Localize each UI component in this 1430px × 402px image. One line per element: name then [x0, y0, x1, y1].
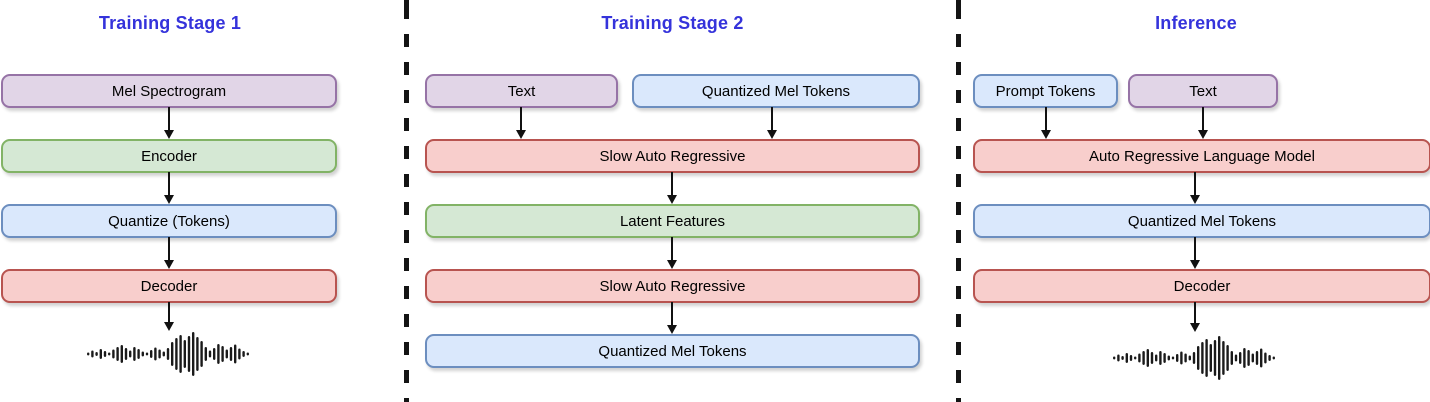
audio-waveform-icon	[1113, 335, 1277, 386]
node-label: Decoder	[140, 277, 198, 295]
node-auto-regressive-language-model: Auto Regressive Language Model	[973, 139, 1430, 173]
node-label: Quantized Mel Tokens	[1127, 212, 1277, 230]
node-quantized-mel-tokens-output: Quantized Mel Tokens	[425, 334, 920, 368]
arrow-down-icon	[163, 302, 175, 331]
dashed-divider-1	[404, 0, 409, 402]
node-label: Prompt Tokens	[995, 82, 1096, 100]
node-label: Auto Regressive Language Model	[1089, 147, 1315, 165]
node-label: Quantize (Tokens)	[108, 212, 230, 230]
arrow-down-icon	[163, 172, 175, 204]
section-title-training-stage-2: Training Stage 2	[601, 13, 744, 33]
arrow-down-icon	[1189, 237, 1201, 269]
node-latent-features: Latent Features	[425, 204, 920, 238]
arrow-down-icon	[666, 302, 678, 334]
node-label: Mel Spectrogram	[111, 82, 227, 100]
node-slow-auto-regressive-1: Slow Auto Regressive	[425, 139, 920, 173]
node-label: Text	[507, 82, 536, 100]
node-text-inference: Text	[1128, 74, 1278, 108]
section-title-inference: Inference	[1155, 13, 1237, 33]
node-mel-spectrogram: Mel Spectrogram	[1, 74, 337, 108]
node-label: Latent Features	[619, 212, 726, 230]
node-quantize-tokens: Quantize (Tokens)	[1, 204, 337, 238]
node-prompt-tokens: Prompt Tokens	[973, 74, 1118, 108]
arrow-down-icon	[163, 237, 175, 269]
node-label: Quantized Mel Tokens	[598, 342, 747, 360]
arrow-down-icon	[666, 172, 678, 204]
node-text-stage2: Text	[425, 74, 618, 108]
arrow-down-icon	[515, 107, 527, 139]
arrow-down-icon	[1189, 172, 1201, 204]
node-quantized-mel-tokens-input: Quantized Mel Tokens	[632, 74, 920, 108]
node-quantized-mel-tokens-inference: Quantized Mel Tokens	[973, 204, 1430, 238]
node-label: Slow Auto Regressive	[599, 277, 746, 295]
node-decoder-inference: Decoder	[973, 269, 1430, 303]
dashed-divider-2	[956, 0, 961, 402]
audio-waveform-icon	[87, 331, 251, 382]
node-label: Text	[1189, 82, 1217, 100]
node-label: Decoder	[1173, 277, 1231, 295]
node-slow-auto-regressive-2: Slow Auto Regressive	[425, 269, 920, 303]
node-label: Encoder	[141, 147, 197, 165]
arrow-down-icon	[1040, 107, 1052, 139]
section-title-training-stage-1: Training Stage 1	[98, 13, 242, 33]
node-label: Quantized Mel Tokens	[701, 82, 851, 100]
arrow-down-icon	[766, 107, 778, 139]
arrow-down-icon	[1189, 302, 1201, 332]
node-decoder-stage1: Decoder	[1, 269, 337, 303]
arrow-down-icon	[1197, 107, 1209, 139]
node-encoder: Encoder	[1, 139, 337, 173]
node-label: Slow Auto Regressive	[599, 147, 746, 165]
arrow-down-icon	[666, 237, 678, 269]
arrow-down-icon	[163, 107, 175, 139]
